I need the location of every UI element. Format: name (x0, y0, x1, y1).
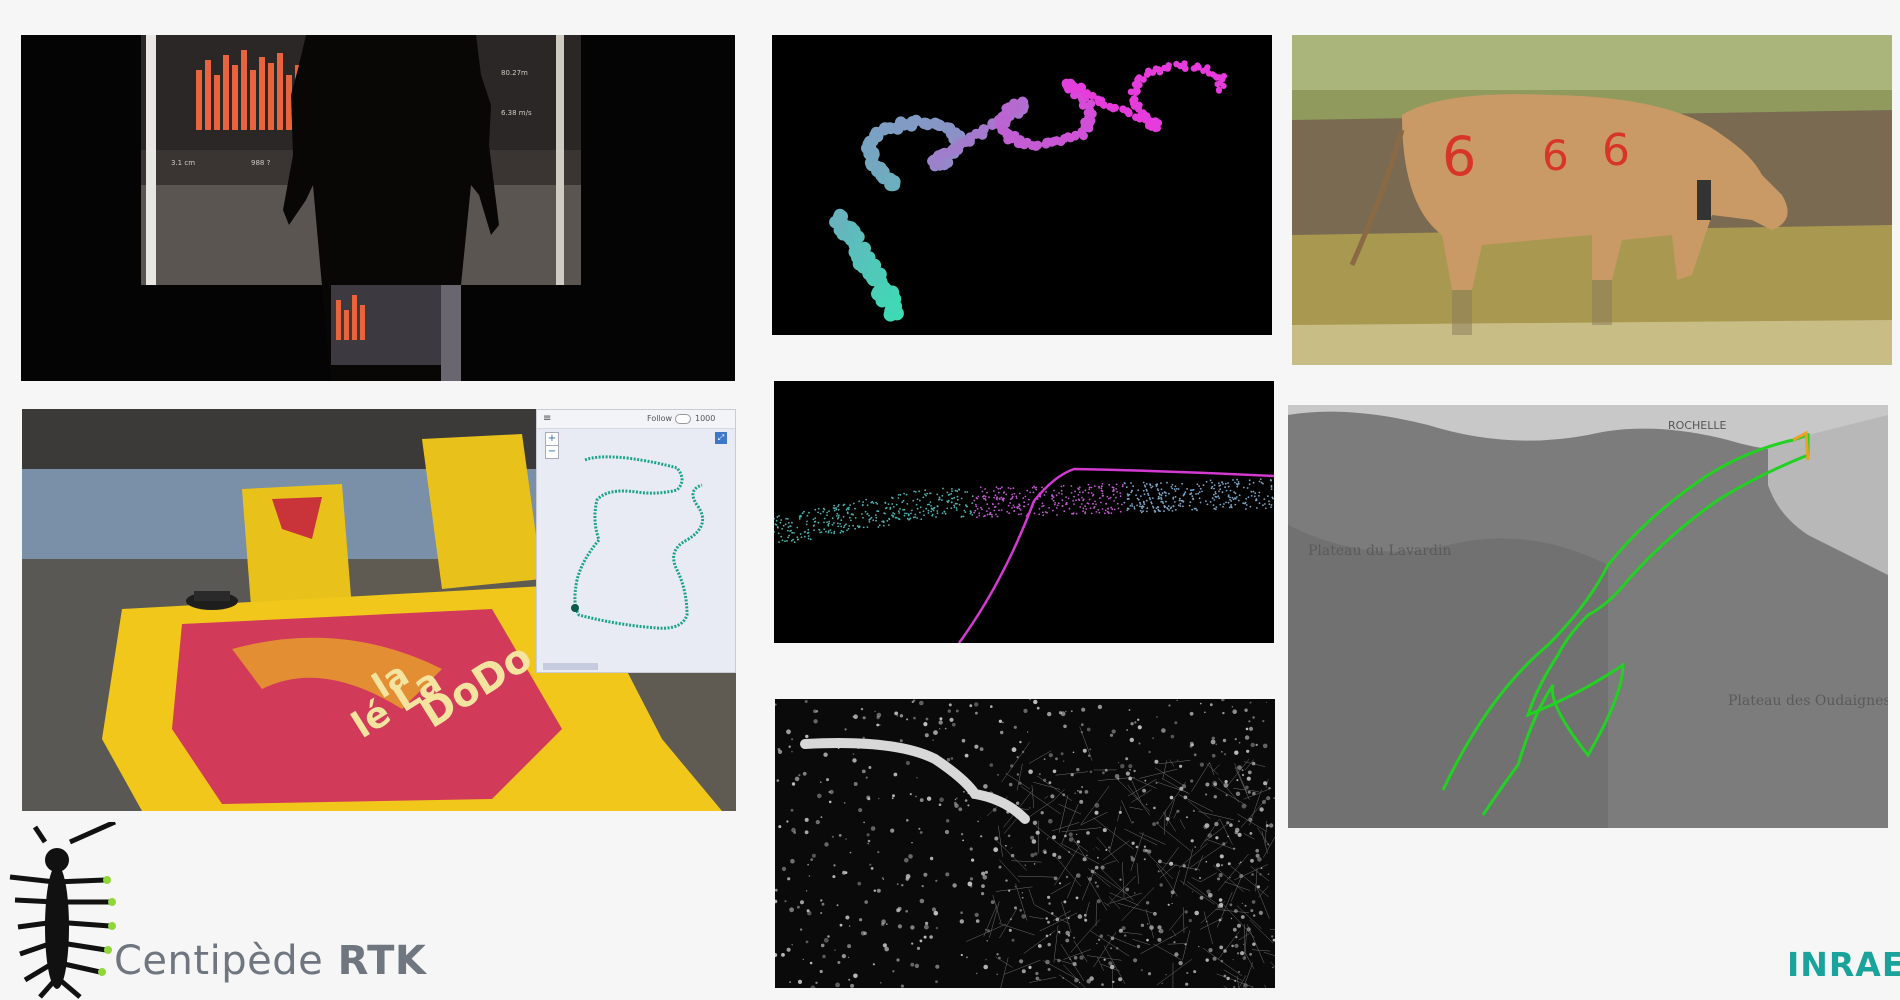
cloud-points (774, 478, 1274, 544)
product-name: Centipède RTK (114, 938, 426, 984)
map-widget: ≡ Follow 1000 + − ⤢ (536, 409, 736, 673)
projection-photo: 80.27m 6.38 m/s 3.1 cm 988 ? (21, 35, 735, 381)
map-scale (543, 663, 598, 670)
map-toolbar: ≡ Follow 1000 (537, 410, 735, 429)
table-scene: la DoDo lé La (22, 409, 736, 811)
svg-text:6: 6 (1542, 131, 1569, 180)
map-label-plateau-oudaignes: Plateau des Oudaignes (1728, 693, 1888, 709)
pointcloud-track-view (774, 381, 1274, 643)
gps-collar (1697, 180, 1711, 220)
follow-toggle[interactable] (675, 414, 691, 424)
map-track (571, 455, 705, 630)
cow-photo: 6 6 6 (1292, 35, 1892, 365)
metric-a: 80.27m (501, 69, 528, 77)
trajectory-spheres-view (772, 35, 1272, 335)
cow-figure: 6 6 6 (1349, 94, 1788, 290)
nautical-map: Plateau du Lavardin Plateau des Oudaigne… (1288, 405, 1888, 828)
gps-track (1441, 432, 1810, 816)
sphere-trajectory-plot (772, 35, 1272, 335)
wireframe-pointcloud-view (775, 699, 1275, 988)
table-photo: la DoDo lé La ≡ Follow 1000 + − ⤢ (22, 409, 736, 811)
sphere-path (829, 60, 1227, 322)
metric-b: 6.38 m/s (501, 109, 532, 117)
wireframe-plot (775, 699, 1275, 988)
map-label-city: ROCHELLE (1668, 419, 1726, 432)
expand-icon[interactable]: ⤢ (715, 432, 727, 444)
product-name-prefix: Centipède (114, 938, 324, 984)
follow-label: Follow (647, 414, 673, 423)
cow-marking: 6 (1442, 125, 1476, 188)
menu-icon[interactable]: ≡ (543, 413, 552, 424)
point-count-select[interactable]: 1000 (695, 414, 716, 423)
wireframe-points (775, 699, 1275, 988)
zoom-out-button[interactable]: − (545, 445, 559, 459)
pointcloud-plot (774, 381, 1274, 643)
map-scene: Plateau du Lavardin Plateau des Oudaigne… (1288, 405, 1888, 828)
centipede-logo-icon (9, 822, 117, 999)
metric-c: 3.1 cm (171, 159, 195, 167)
inrae-logo: INRAE (1787, 945, 1900, 984)
map-label-plateau-lavardin: Plateau du Lavardin (1308, 543, 1451, 559)
product-name-suffix: RTK (337, 938, 427, 984)
metric-d: 988 ? (251, 159, 271, 167)
cow-scene: 6 6 6 (1292, 35, 1892, 365)
svg-text:6: 6 (1602, 125, 1630, 176)
projection-scene: 80.27m 6.38 m/s 3.1 cm 988 ? (21, 35, 735, 381)
